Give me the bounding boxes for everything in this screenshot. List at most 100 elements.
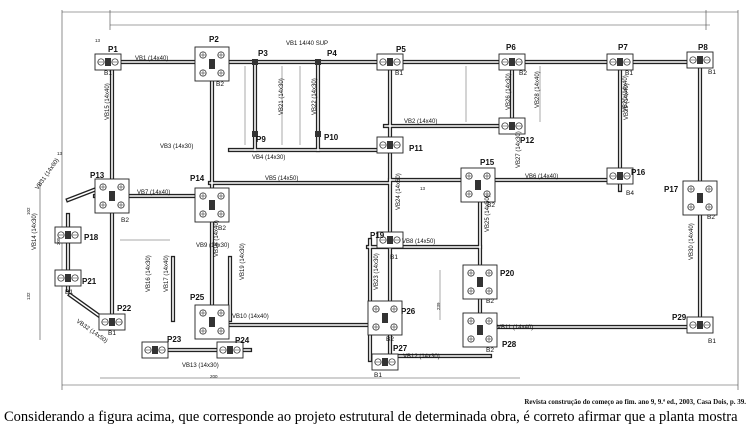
beam-label-vb11: VB11 (14x40) bbox=[497, 325, 533, 331]
pillar-label: P24 bbox=[235, 336, 250, 345]
beam-label-vb1: VB1 (14x40) bbox=[135, 56, 168, 62]
beam-label-vb3: VB3 (14x30) bbox=[160, 144, 193, 150]
pillar-label: P18 bbox=[84, 233, 99, 242]
beam-label-vb14: VB14 (14x30) bbox=[32, 213, 38, 250]
pillar-label: P27 bbox=[393, 344, 408, 353]
pillar-label: P23 bbox=[167, 335, 182, 344]
pillar-label: P4 bbox=[327, 49, 337, 58]
beam-label-vb1: VB1 14/40 SUP bbox=[286, 41, 328, 47]
pillar-p9: P9 bbox=[252, 131, 266, 144]
pillar-label: P26 bbox=[401, 307, 416, 316]
pillar-label: P11 bbox=[409, 144, 423, 153]
beam-label-vb18: VB18 (14x40) bbox=[214, 220, 220, 257]
beam-label-vb17: VB17 (14x40) bbox=[164, 255, 170, 292]
dimension-label: 13 bbox=[95, 38, 101, 43]
pillar-label: P3 bbox=[258, 49, 268, 58]
pillar-label: P28 bbox=[502, 340, 517, 349]
block-label: B1 bbox=[65, 289, 73, 296]
block-label: B1 bbox=[374, 372, 382, 379]
beam-label-vb20: VB20 (14x40) bbox=[623, 75, 629, 112]
block-label: B2 bbox=[486, 298, 494, 305]
block-label: B2 bbox=[218, 225, 226, 232]
beam-label-vb12: VB12 (14x30) bbox=[403, 354, 440, 360]
source-citation: Revista construção do começo ao fim. ano… bbox=[524, 398, 746, 406]
beam-label-vb5: VB5 (14x50) bbox=[265, 176, 298, 182]
block-label: B1 bbox=[104, 70, 112, 77]
beam-label-vb10: VB10 (14x40) bbox=[232, 314, 269, 320]
beam-label-vb26: VB26 (14x30) bbox=[506, 73, 512, 110]
pillar-label: P29 bbox=[672, 313, 687, 322]
block-label: B2 bbox=[386, 336, 394, 343]
pillar-label: P14 bbox=[190, 174, 205, 183]
beam-label-vb30: VB30 (14x40) bbox=[689, 223, 695, 260]
pillar-p3: P3 bbox=[252, 49, 268, 65]
beam-label-vb16: VB16 (14x30) bbox=[146, 255, 152, 292]
dimension-label: 102 bbox=[26, 207, 31, 215]
beam-label-vb24: VB24 (14x60) bbox=[396, 173, 402, 210]
pillar-label: P15 bbox=[480, 158, 495, 167]
pillar-label: P5 bbox=[396, 45, 406, 54]
wall-lines bbox=[120, 66, 541, 320]
beam-label-vb23: VB23 (14x30) bbox=[374, 253, 380, 290]
beam-label-vb2: VB2 (14x40) bbox=[404, 119, 437, 125]
pillar-label: P2 bbox=[209, 35, 219, 44]
pillar-p18: P18 bbox=[54, 226, 99, 244]
pillar-p25: P25 bbox=[190, 293, 230, 340]
beam-label-vb19: VB19 (14x30) bbox=[240, 243, 246, 280]
beam-label-vb28: VB28 (14x40) bbox=[535, 71, 541, 108]
dimension-label: 13 bbox=[420, 186, 426, 191]
question-text: Considerando a figura acima, que corresp… bbox=[4, 409, 738, 425]
block-label: B1 bbox=[390, 254, 398, 261]
beam-label-vb6: VB6 (14x40) bbox=[525, 174, 558, 180]
pillar-label: P19 bbox=[370, 231, 385, 240]
block-label: B1 bbox=[708, 69, 716, 76]
beam-label-vb25: VB25 (14x50) bbox=[485, 195, 491, 232]
pillar-p24: P24 bbox=[216, 336, 250, 359]
pillar-label: P8 bbox=[698, 43, 708, 52]
beam-label-vb21: VB21 (14x30) bbox=[279, 78, 285, 115]
dimension-lines bbox=[39, 10, 739, 390]
beam-label-vb7: VB7 (14x40) bbox=[137, 190, 170, 196]
pillar-label: P6 bbox=[506, 43, 516, 52]
pillar-label: P22 bbox=[117, 304, 132, 313]
beam-label-vb29: VB29 (14x40) bbox=[624, 83, 630, 120]
dimension-label: 13 bbox=[57, 151, 63, 156]
pillar-label: P10 bbox=[324, 133, 339, 142]
block-label: B1 bbox=[108, 330, 116, 337]
dimension-label: 200 bbox=[210, 374, 218, 379]
pillar-p4: P4 bbox=[315, 49, 337, 65]
dimension-label: 132 bbox=[26, 292, 31, 300]
block-label: B2 bbox=[121, 217, 129, 224]
dimension-label: 239 bbox=[436, 302, 441, 310]
beam-label-vb4: VB4 (14x30) bbox=[252, 155, 285, 161]
pillar-label: P17 bbox=[664, 185, 679, 194]
block-label: B2 bbox=[216, 81, 224, 88]
pillar-label: P21 bbox=[82, 277, 97, 286]
block-label: B2 bbox=[519, 70, 527, 77]
pillar-p11: P11 bbox=[376, 136, 423, 154]
block-label: B1 bbox=[625, 70, 633, 77]
pillar-label: P7 bbox=[618, 43, 628, 52]
pillar-p10: P10 bbox=[315, 131, 339, 142]
beam-label-vb15: VB15 (14x40) bbox=[105, 83, 111, 120]
block-label: B2 bbox=[707, 214, 715, 221]
pillar-p12: P12 bbox=[498, 117, 535, 145]
